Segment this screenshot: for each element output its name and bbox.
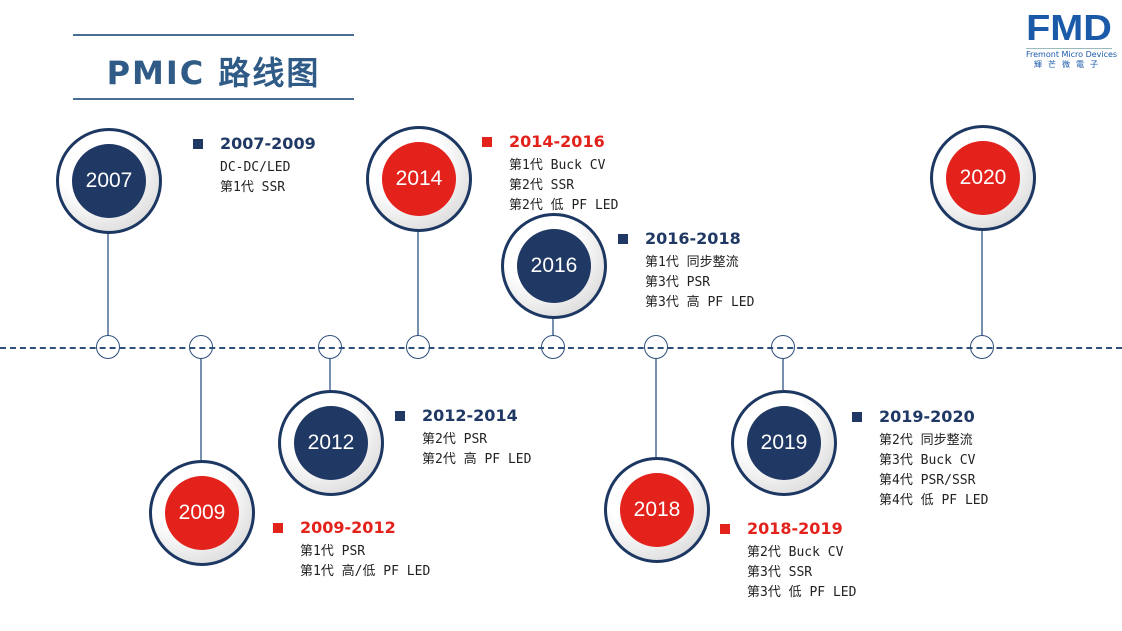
period-heading: 2018-2019 bbox=[720, 519, 856, 538]
year-circle-2007: 2007 bbox=[56, 128, 162, 234]
year-circle-2019: 2019 bbox=[731, 390, 837, 496]
logo-zh: 輝芒微電子 bbox=[1034, 60, 1104, 69]
year-circle-2020: 2020 bbox=[930, 125, 1036, 231]
product-item: DC-DC/LED bbox=[220, 160, 291, 175]
product-item: 第2代 同步整流 bbox=[879, 433, 973, 448]
year-circle-2014: 2014 bbox=[366, 126, 472, 232]
period-label: 2014-2016 bbox=[509, 132, 605, 151]
period-label: 2007-2009 bbox=[220, 134, 316, 153]
period-label: 2012-2014 bbox=[422, 406, 518, 425]
product-item: 第1代 PSR bbox=[300, 544, 366, 559]
year-label: 2007 bbox=[72, 144, 146, 218]
milestone-block: 2012-2014 第2代 PSR 第2代 高 PF LED bbox=[395, 406, 531, 470]
bullet-square-icon bbox=[482, 136, 492, 147]
period-heading: 2012-2014 bbox=[395, 406, 531, 425]
year-label: 2018 bbox=[620, 473, 694, 547]
year-label: 2012 bbox=[294, 406, 368, 480]
connector-line bbox=[552, 317, 554, 336]
period-heading: 2007-2009 bbox=[193, 134, 316, 153]
product-item: 第2代 高 PF LED bbox=[422, 452, 532, 467]
milestone-block: 2014-2016 第1代 Buck CV 第2代 SSR 第2代 低 PF LED bbox=[482, 132, 618, 216]
fmd-logo: FMD Fremont Micro Devices 輝芒微電子 bbox=[1026, 10, 1118, 70]
bullet-square-icon bbox=[720, 523, 730, 534]
product-item: 第4代 PSR/SSR bbox=[879, 473, 976, 488]
product-item: 第3代 SSR bbox=[747, 565, 813, 580]
year-label: 2016 bbox=[517, 229, 591, 303]
milestone-block: 2016-2018 第1代 同步整流第3代 PSR 第3代 高 PF LED bbox=[618, 229, 754, 313]
year-circle-2009: 2009 bbox=[149, 460, 255, 566]
period-heading: 2019-2020 bbox=[852, 407, 988, 426]
year-circle-2012: 2012 bbox=[278, 390, 384, 496]
connector-line bbox=[200, 358, 202, 460]
timeline-node bbox=[644, 335, 668, 359]
product-item: 第1代 同步整流 bbox=[645, 255, 739, 270]
product-item: 第1代 SSR bbox=[220, 180, 286, 195]
year-label: 2014 bbox=[382, 142, 456, 216]
period-label: 2019-2020 bbox=[879, 407, 975, 426]
bullet-square-icon bbox=[193, 138, 203, 149]
product-item: 第3代 PSR bbox=[645, 275, 711, 290]
period-label: 2009-2012 bbox=[300, 518, 396, 537]
period-label: 2018-2019 bbox=[747, 519, 843, 538]
timeline-node bbox=[189, 335, 213, 359]
year-circle-2016: 2016 bbox=[501, 213, 607, 319]
product-item: 第3代 Buck CV bbox=[879, 453, 976, 468]
year-label: 2020 bbox=[946, 141, 1020, 215]
year-label: 2019 bbox=[747, 406, 821, 480]
period-heading: 2009-2012 bbox=[273, 518, 430, 537]
bullet-square-icon bbox=[395, 410, 405, 421]
timeline-node bbox=[970, 335, 994, 359]
bullet-square-icon bbox=[618, 233, 628, 244]
page-title: PMIC 路线图 bbox=[106, 54, 321, 92]
timeline-node bbox=[541, 335, 565, 359]
product-item: 第2代 SSR bbox=[509, 178, 575, 193]
connector-line bbox=[417, 230, 419, 336]
period-heading: 2016-2018 bbox=[618, 229, 754, 248]
milestone-block: 2018-2019 第2代 Buck CV 第3代 SSR 第3代 低 PF LED bbox=[720, 519, 856, 603]
timeline-node bbox=[771, 335, 795, 359]
product-item: 第1代 Buck CV bbox=[509, 158, 606, 173]
product-item: 第3代 高 PF LED bbox=[645, 295, 755, 310]
period-label: 2016-2018 bbox=[645, 229, 741, 248]
connector-line bbox=[329, 358, 331, 390]
product-item: 第2代 PSR bbox=[422, 432, 488, 447]
product-item: 第2代 低 PF LED bbox=[509, 198, 619, 213]
period-heading: 2014-2016 bbox=[482, 132, 618, 151]
product-item: 第2代 Buck CV bbox=[747, 545, 844, 560]
connector-line bbox=[655, 358, 657, 457]
logo-brand: FMD bbox=[1026, 7, 1112, 48]
timeline-node bbox=[318, 335, 342, 359]
milestone-block: 2019-2020 第2代 同步整流第3代 Buck CV 第4代 PSR/SSR 第… bbox=[852, 407, 988, 511]
connector-line bbox=[981, 229, 983, 336]
bullet-square-icon bbox=[852, 411, 862, 422]
bullet-square-icon bbox=[273, 522, 283, 533]
logo-en: Fremont Micro Devices bbox=[1026, 48, 1118, 59]
product-item: 第3代 低 PF LED bbox=[747, 585, 857, 600]
connector-line bbox=[782, 358, 784, 390]
year-label: 2009 bbox=[165, 476, 239, 550]
year-circle-2018: 2018 bbox=[604, 457, 710, 563]
connector-line bbox=[107, 232, 109, 336]
title-box: PMIC 路线图 bbox=[73, 34, 354, 100]
timeline-node bbox=[406, 335, 430, 359]
timeline-node bbox=[96, 335, 120, 359]
product-item: 第1代 高/低 PF LED bbox=[300, 564, 431, 579]
product-item: 第4代 低 PF LED bbox=[879, 493, 989, 508]
milestone-block: 2009-2012 第1代 PSR 第1代 高/低 PF LED bbox=[273, 518, 430, 582]
